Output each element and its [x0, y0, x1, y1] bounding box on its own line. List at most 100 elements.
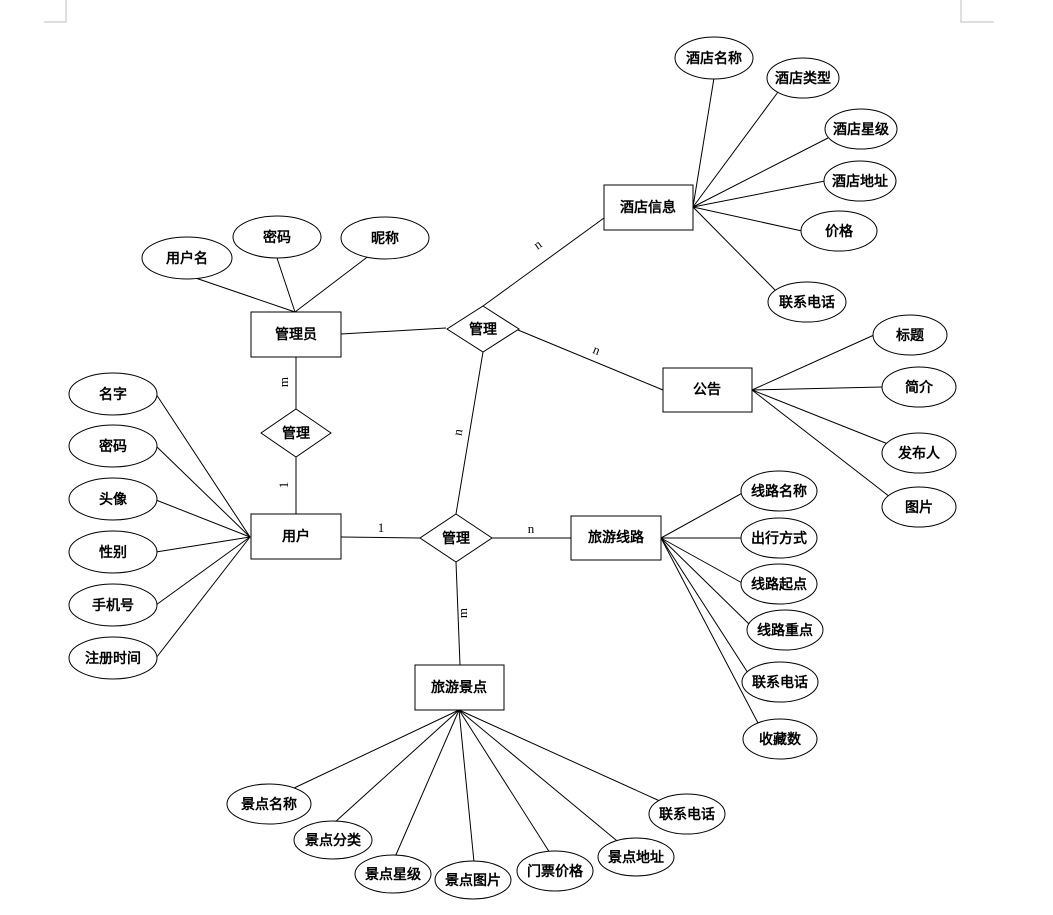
edge-spot-star: [394, 709, 460, 858]
edge-user-managebottom: [340, 536, 421, 539]
entity-notice-label: 公告: [693, 381, 721, 398]
svg-text:线路重点: 线路重点: [757, 622, 813, 639]
attr-route-start: 线路起点: [740, 563, 818, 605]
attributes-user: 名字 密码 头像 性别 手机号 注册时间: [68, 372, 158, 680]
attr-hotel-name: 酒店名称: [674, 36, 754, 80]
edge-admin-nickname: [294, 254, 371, 313]
attributes-notice: 标题 简介 发布人 图片: [872, 314, 957, 528]
relationship-manage-bottom: 管理: [419, 513, 493, 563]
edge-spot-category: [333, 709, 460, 824]
edge-spot-image: [458, 709, 475, 863]
attr-notice-title: 标题: [872, 314, 948, 356]
svg-text:密码: 密码: [98, 438, 127, 455]
svg-text:酒店地址: 酒店地址: [832, 173, 888, 190]
cardinality-admin-left: m: [276, 377, 291, 387]
svg-text:发布人: 发布人: [897, 445, 941, 462]
edge-user-phone: [155, 536, 251, 606]
edge-user-avatar: [155, 499, 251, 538]
cardinality-route-bottom: n: [528, 521, 535, 536]
svg-text:景点名称: 景点名称: [241, 796, 297, 813]
edge-admin-password: [276, 257, 296, 313]
edge-spot-phone: [458, 709, 663, 803]
attr-admin-nickname: 昵称: [340, 216, 430, 260]
svg-text:联系电话: 联系电话: [752, 674, 808, 691]
svg-text:简介: 简介: [905, 379, 934, 396]
attributes-spot: 景点名称 景点分类 景点星级 景点图片 门票价格 景点地址 联系电话: [226, 783, 726, 900]
edge-hotel-type: [692, 91, 779, 208]
attr-route-name: 线路名称: [740, 470, 818, 512]
svg-text:酒店类型: 酒店类型: [775, 70, 831, 87]
attr-hotel-price: 价格: [800, 210, 878, 252]
edge-route-fav: [660, 537, 759, 724]
svg-text:标题: 标题: [895, 327, 925, 344]
edge-route-end: [660, 537, 751, 626]
entity-admin: 管理员: [250, 311, 342, 358]
svg-text:联系电话: 联系电话: [779, 294, 835, 311]
edge-managetop-hotel: [482, 217, 605, 307]
relationship-manage-left: 管理: [260, 408, 332, 458]
svg-text:收藏数: 收藏数: [759, 731, 802, 748]
attr-spot-star: 景点星级: [354, 854, 432, 894]
entity-spot-label: 旅游景点: [431, 679, 487, 696]
edge-user-password: [155, 445, 251, 538]
attr-spot-address: 景点地址: [597, 837, 675, 877]
attr-hotel-phone: 联系电话: [767, 281, 847, 323]
attributes-route: 线路名称 出行方式 线路起点 线路重点 联系电话 收藏数: [740, 470, 824, 760]
cardinality-top-bottom: n: [450, 427, 466, 436]
attr-hotel-address: 酒店地址: [823, 160, 897, 202]
attr-spot-name: 景点名称: [226, 783, 312, 825]
cardinality-spot-bottom: m: [455, 608, 470, 618]
svg-text:手机号: 手机号: [92, 597, 134, 614]
edge-spot-price: [458, 709, 551, 854]
cardinality-hotel-top: n: [530, 236, 544, 252]
attr-user-avatar: 头像: [68, 477, 158, 521]
attr-admin-username: 用户名: [141, 236, 233, 280]
edge-spot-name: [291, 709, 460, 790]
entity-hotel-label: 酒店信息: [620, 199, 676, 216]
svg-text:联系电话: 联系电话: [659, 806, 715, 823]
svg-text:景点星级: 景点星级: [365, 866, 422, 883]
svg-text:酒店星级: 酒店星级: [833, 121, 890, 138]
attr-spot-image: 景点图片: [434, 860, 512, 900]
attr-admin-password: 密码: [232, 215, 322, 259]
attr-spot-price: 门票价格: [516, 850, 594, 892]
svg-text:用户名: 用户名: [166, 250, 208, 267]
svg-text:注册时间: 注册时间: [85, 650, 141, 667]
entity-route: 旅游线路: [570, 515, 662, 561]
attr-hotel-type: 酒店类型: [766, 57, 840, 99]
page-corner-marks: [44, 0, 994, 23]
svg-text:景点地址: 景点地址: [608, 849, 664, 866]
edges: [155, 77, 891, 863]
entity-spot: 旅游景点: [414, 664, 505, 711]
attr-user-regtime: 注册时间: [68, 636, 158, 680]
edge-notice-publisher: [751, 389, 889, 445]
attr-hotel-star: 酒店星级: [824, 108, 898, 150]
relationship-manage-top-label: 管理: [469, 321, 497, 338]
edge-user-regtime: [155, 536, 251, 659]
edge-notice-image: [751, 389, 891, 498]
svg-text:门票价格: 门票价格: [527, 863, 584, 880]
svg-text:头像: 头像: [99, 491, 128, 508]
edge-hotel-star: [692, 137, 829, 208]
edge-managebottom-spot: [455, 561, 461, 666]
attr-spot-category: 景点分类: [293, 820, 373, 860]
entity-hotel: 酒店信息: [603, 184, 694, 231]
relationship-manage-bottom-label: 管理: [442, 530, 470, 547]
attr-route-mode: 出行方式: [740, 517, 818, 559]
svg-text:线路起点: 线路起点: [751, 576, 807, 593]
edge-route-name: [660, 490, 747, 539]
attr-user-gender: 性别: [68, 530, 158, 574]
edge-hotel-price: [692, 206, 803, 232]
edge-route-start: [660, 537, 745, 585]
attr-user-phone: 手机号: [68, 583, 158, 627]
edge-route-phone: [660, 537, 749, 674]
edge-user-gender: [155, 536, 251, 553]
attr-user-name: 名字: [68, 372, 158, 416]
attr-spot-phone: 联系电话: [648, 793, 726, 835]
svg-text:名字: 名字: [99, 386, 127, 403]
attr-user-password: 密码: [68, 424, 158, 468]
attr-route-end: 线路重点: [746, 609, 824, 651]
attr-notice-publisher: 发布人: [881, 432, 957, 474]
attr-notice-image: 图片: [881, 486, 957, 528]
svg-text:性别: 性别: [99, 544, 127, 561]
